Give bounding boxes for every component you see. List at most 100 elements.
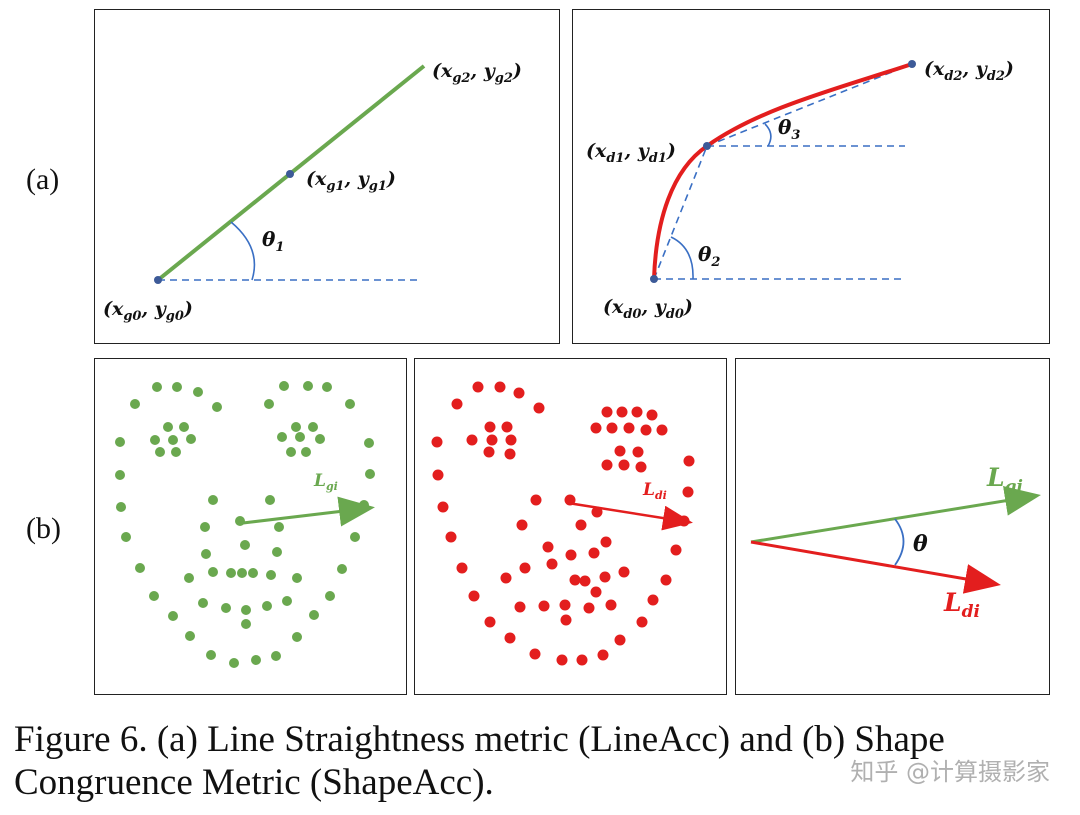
red-landmark-dot: [445, 531, 457, 543]
green-landmark-dot: [172, 382, 182, 392]
red-landmark-dot: [504, 448, 516, 460]
green-landmark-dot: [115, 437, 125, 447]
label-theta3: θ3: [778, 115, 800, 143]
point-g1-dot: [286, 170, 294, 178]
green-landmark-dot: [198, 598, 208, 608]
red-landmark-dot: [530, 494, 542, 506]
red-landmark-dot: [583, 602, 595, 614]
green-landmark-dot: [308, 422, 318, 432]
green-landmark-dot: [168, 435, 178, 445]
red-landmark-dot: [636, 616, 648, 628]
red-landmark-dot: [542, 541, 554, 553]
green-landmark-dot: [235, 516, 245, 526]
red-landmark-dot: [484, 421, 496, 433]
vector-lgi-on-face: [242, 496, 375, 527]
green-landmark-dot: [116, 502, 126, 512]
label-point-d2: (xd2, yd2): [924, 58, 1014, 84]
figure-caption: Figure 6. (a) Line Straightness metric (…: [14, 719, 945, 803]
green-landmark-dot: [226, 568, 236, 578]
green-landmark-dot: [345, 399, 355, 409]
red-landmark-dot: [647, 594, 659, 606]
vector-lgi: [750, 485, 1041, 544]
red-landmark-dot: [616, 406, 628, 418]
red-landmark-dot: [559, 599, 571, 611]
green-landmark-dot: [193, 387, 203, 397]
green-landmark-dot: [241, 605, 251, 615]
red-landmark-dot: [623, 422, 635, 434]
green-landmark-dot: [303, 381, 313, 391]
angle-arc-theta1: [230, 221, 256, 281]
green-landmark-dot: [171, 447, 181, 457]
green-landmark-dot: [266, 570, 276, 580]
red-landmark-dot: [631, 406, 643, 418]
label-theta1: θ1: [262, 227, 284, 255]
red-landmark-dot: [431, 436, 443, 448]
panel-a-right: [572, 9, 1050, 344]
angle-arc-theta2: [670, 236, 694, 280]
row-label-a: (a): [26, 163, 60, 196]
green-landmark-dot: [315, 434, 325, 444]
red-landmark-dot: [670, 544, 682, 556]
green-landmark-dot: [237, 568, 247, 578]
green-landmark-dot: [248, 568, 258, 578]
green-landmark-dot: [241, 619, 251, 629]
figure-drawing: (xg0, yg0) (xg1, yg1) (xg2, yg2) θ1 (xd0…: [103, 58, 1041, 668]
label-point-g2: (xg2, yg2): [432, 60, 522, 86]
red-landmark-dot: [614, 634, 626, 646]
green-landmark-dot: [279, 381, 289, 391]
green-landmark-dot: [301, 447, 311, 457]
green-landmark-dot: [168, 611, 178, 621]
red-landmark-dot: [599, 571, 611, 583]
red-landmark-dot: [600, 536, 612, 548]
green-landmark-dot: [121, 532, 131, 542]
line-curved-pred: [650, 60, 916, 283]
green-landmark-dot: [292, 632, 302, 642]
red-landmark-dot: [560, 614, 572, 626]
label-lgi-on-face: Lgi: [313, 471, 338, 493]
green-landmark-dot: [350, 532, 360, 542]
green-landmark-dot: [135, 563, 145, 573]
red-landmark-dot: [516, 519, 528, 531]
green-landmark-dot: [130, 399, 140, 409]
red-landmark-dot: [432, 469, 444, 481]
red-landmark-dot: [632, 446, 644, 458]
line-straight-gt: [154, 64, 426, 284]
red-landmark-dot: [635, 461, 647, 473]
red-landmark-dot: [601, 406, 613, 418]
red-landmark-dot: [569, 574, 581, 586]
red-landmark-dot: [456, 562, 468, 574]
predicted-curve: [652, 62, 913, 280]
green-landmark-dot: [152, 382, 162, 392]
green-landmark-dot: [282, 596, 292, 606]
green-landmark-dot: [163, 422, 173, 432]
green-landmark-dot: [272, 547, 282, 557]
red-landmark-dot: [605, 599, 617, 611]
green-landmark-dot: [292, 573, 302, 583]
green-landmark-dot: [221, 603, 231, 613]
green-landmark-dot: [264, 399, 274, 409]
green-landmark-dot: [201, 549, 211, 559]
red-landmark-dot: [614, 445, 626, 457]
label-theta2: θ2: [698, 242, 720, 270]
red-landmark-dot: [472, 381, 484, 393]
green-landmark-dot: [274, 522, 284, 532]
green-landmark-dot: [365, 469, 375, 479]
green-landmark-dot: [291, 422, 301, 432]
red-landmark-dot: [501, 421, 513, 433]
vector-ldi-on-face: [567, 501, 693, 531]
point-d1-dot: [703, 142, 711, 150]
label-ldi: Ldi: [943, 588, 980, 622]
red-landmark-dot: [618, 566, 630, 578]
green-landmark-dot: [364, 438, 374, 448]
red-landmark-dot: [683, 455, 695, 467]
red-landmark-dot: [468, 590, 480, 602]
red-landmark-dots: [431, 381, 695, 666]
red-landmark-dot: [437, 501, 449, 513]
dashed-chord-d1-d2: [706, 63, 913, 147]
red-landmark-dot: [590, 422, 602, 434]
green-landmark-dot: [262, 601, 272, 611]
panel-b-vectors: [735, 358, 1050, 695]
green-landmark-dot: [149, 591, 159, 601]
green-landmark-dots: [115, 381, 375, 668]
red-landmark-dot: [656, 424, 668, 436]
